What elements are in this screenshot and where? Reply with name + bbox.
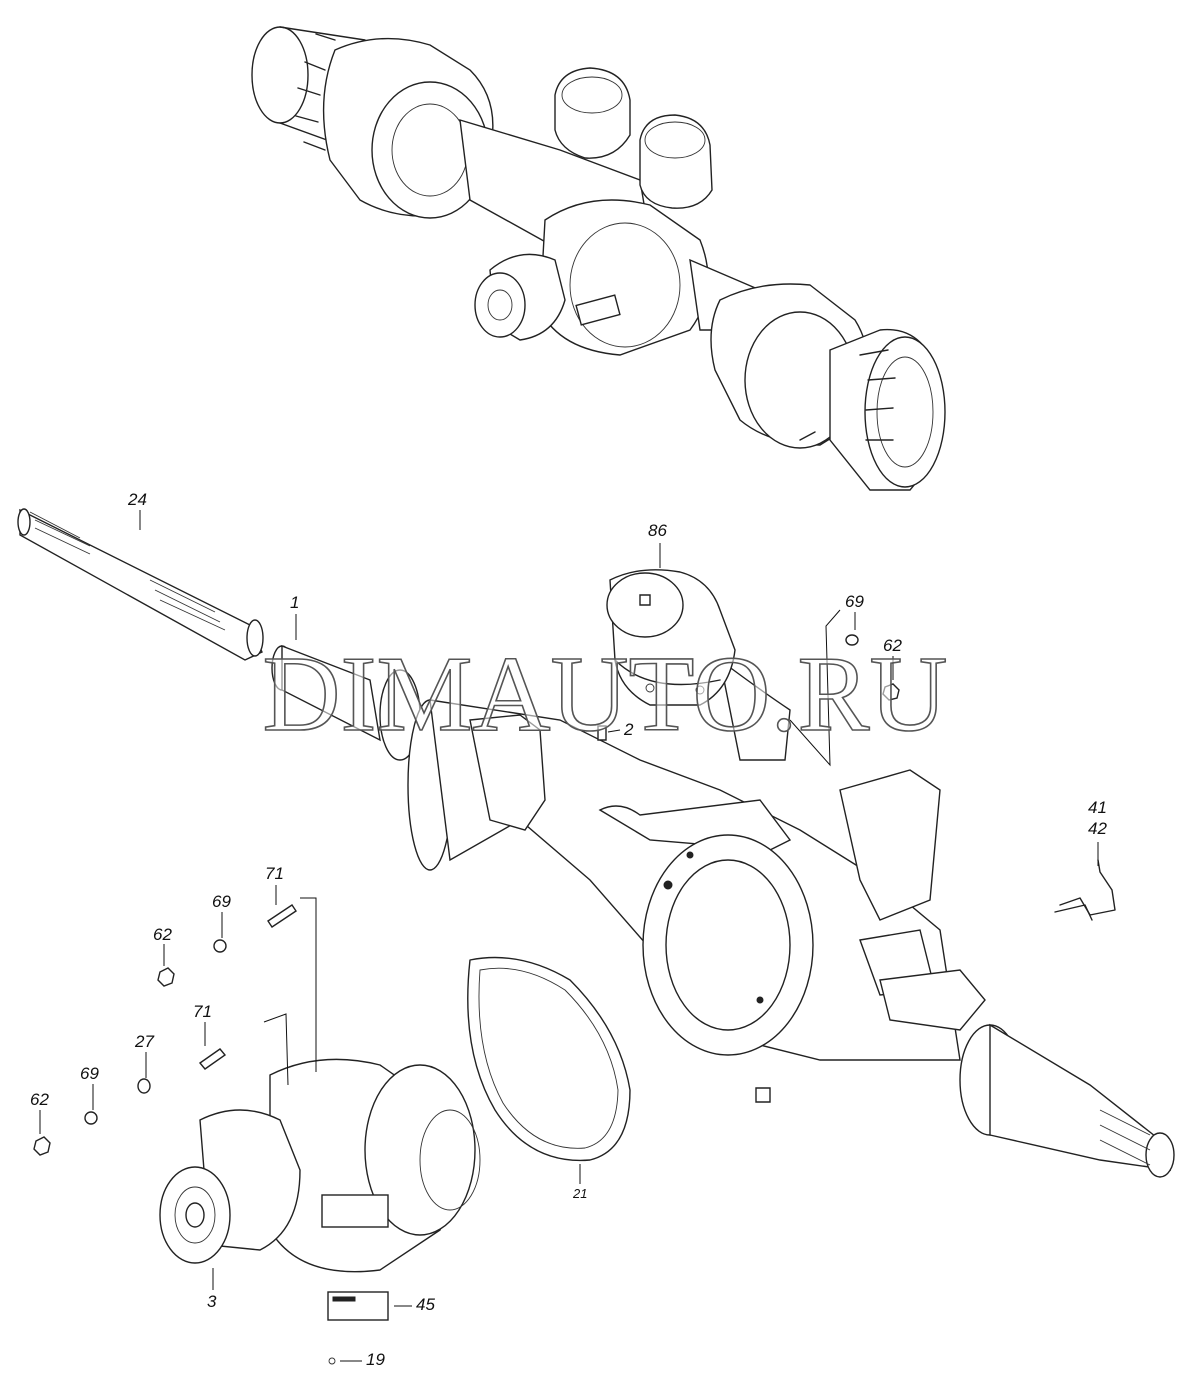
callout-27: 27 bbox=[135, 1032, 154, 1051]
callout-86: 86 bbox=[648, 521, 667, 540]
callout-71-lower: 71 bbox=[193, 1002, 212, 1021]
leader-lines bbox=[39, 510, 1099, 1362]
callout-1: 1 bbox=[290, 593, 300, 612]
callout-71-upper: 71 bbox=[265, 864, 284, 883]
watermark: DIMAUTO.RU bbox=[262, 634, 949, 748]
brake-chamber-86 bbox=[606, 569, 736, 706]
axle-housing-1 bbox=[271, 644, 1175, 1178]
small-fasteners bbox=[33, 634, 1116, 1156]
callout-21: 21 bbox=[573, 1186, 588, 1201]
svg-text:DIMAUTO.RU: DIMAUTO.RU bbox=[262, 635, 947, 748]
callout-3: 3 bbox=[207, 1292, 217, 1311]
assembled-axle-illustration bbox=[251, 26, 946, 491]
callout-62-top: 62 bbox=[883, 636, 902, 655]
final-drive-assembly-3 bbox=[159, 1058, 481, 1273]
callout-45: 45 bbox=[416, 1295, 435, 1314]
callout-41: 41 bbox=[1088, 798, 1107, 817]
callout-19: 19 bbox=[366, 1350, 385, 1369]
callout-24: 24 bbox=[128, 490, 147, 509]
callout-42: 42 bbox=[1088, 819, 1107, 838]
callout-62-mid: 62 bbox=[153, 925, 172, 944]
gasket-21 bbox=[467, 956, 631, 1162]
callout-69-top: 69 bbox=[845, 592, 864, 611]
callout-62-low: 62 bbox=[30, 1090, 49, 1109]
rivet-19 bbox=[328, 1357, 336, 1365]
callout-2: 2 bbox=[624, 720, 634, 739]
callout-69-low: 69 bbox=[80, 1064, 99, 1083]
axle-shaft-24 bbox=[17, 508, 264, 661]
callout-69-mid: 69 bbox=[212, 892, 231, 911]
nameplate-45 bbox=[327, 1291, 389, 1321]
